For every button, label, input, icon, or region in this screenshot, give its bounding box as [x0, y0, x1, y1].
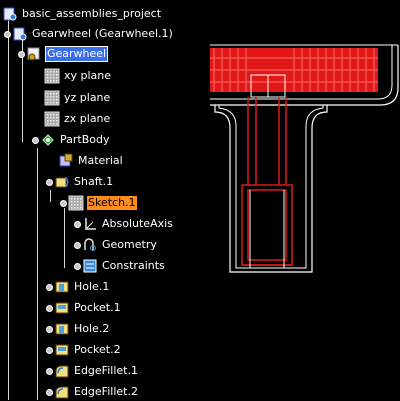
tree-label: zx plane [64, 112, 111, 125]
collapse-toggle[interactable] [46, 325, 53, 333]
tree-node-gearwheel-product[interactable]: Gearwheel (Gearwheel.1) [4, 25, 174, 43]
tree-node-yz-plane[interactable]: yz plane [44, 89, 111, 107]
hole-feature-icon [54, 321, 70, 337]
product-icon [12, 26, 28, 42]
tree-line [8, 20, 9, 400]
tree-label: Geometry [102, 238, 157, 251]
collapse-toggle[interactable] [74, 241, 81, 249]
specification-tree: basic_assemblies_project Gearwheel (Gear… [0, 0, 200, 400]
collapse-toggle[interactable] [32, 136, 39, 144]
collapse-toggle[interactable] [46, 178, 53, 186]
collapse-toggle[interactable] [74, 262, 81, 270]
tree-line [37, 148, 38, 400]
tree-label: Constraints [102, 259, 165, 272]
constraints-icon [82, 258, 98, 274]
geometry-icon [82, 237, 98, 253]
tree-node-edgefillet1[interactable]: EdgeFillet.1 [46, 362, 139, 380]
tree-node-geometry[interactable]: Geometry [74, 236, 158, 254]
collapse-toggle[interactable] [4, 30, 11, 38]
tree-label: Pocket.2 [74, 343, 121, 356]
collapse-toggle[interactable] [46, 283, 53, 291]
tree-label: AbsoluteAxis [102, 217, 173, 230]
collapse-toggle[interactable] [46, 367, 53, 375]
plane-icon [44, 111, 60, 127]
collapse-toggle[interactable] [46, 304, 53, 312]
tree-node-shaft[interactable]: Shaft.1 [46, 173, 114, 191]
edge-fillet-icon [54, 384, 70, 400]
tree-node-sketch[interactable]: Sketch.1 [60, 194, 137, 212]
tree-node-absolute-axis[interactable]: AbsoluteAxis [74, 215, 174, 233]
tree-node-hole2[interactable]: Hole.2 [46, 320, 110, 338]
tree-label: Sketch.1 [87, 196, 137, 210]
tree-label: Gearwheel [45, 46, 109, 62]
pocket-feature-icon [54, 300, 70, 316]
tree-label: Gearwheel (Gearwheel.1) [32, 27, 173, 40]
tree-node-pocket2[interactable]: Pocket.2 [46, 341, 122, 359]
tree-node-material[interactable]: Material [58, 152, 124, 170]
tree-label: Pocket.1 [74, 301, 121, 314]
tree-label: basic_assemblies_project [22, 7, 162, 20]
sketch-icon [68, 195, 84, 211]
collapse-toggle[interactable] [60, 199, 67, 207]
3d-viewport[interactable] [129, 0, 400, 290]
tree-line [64, 208, 65, 268]
collapse-toggle[interactable] [46, 388, 53, 396]
gearwheel-wireframe [129, 44, 399, 273]
plane-icon [44, 90, 60, 106]
tree-node-root[interactable]: basic_assemblies_project [2, 5, 162, 23]
collapse-toggle[interactable] [74, 220, 81, 228]
tree-label: xy plane [64, 69, 112, 82]
tree-node-pocket1[interactable]: Pocket.1 [46, 299, 122, 317]
tree-label: PartBody [60, 133, 110, 146]
part-icon [26, 46, 42, 62]
tree-label: Shaft.1 [74, 175, 114, 188]
tree-label: Hole.1 [74, 280, 110, 293]
tree-label: Hole.2 [74, 322, 110, 335]
tree-node-xy-plane[interactable]: xy plane [44, 67, 112, 85]
tree-label: yz plane [64, 91, 111, 104]
edge-fillet-icon [54, 363, 70, 379]
collapse-toggle[interactable] [46, 346, 53, 354]
tree-label: EdgeFillet.2 [74, 385, 138, 398]
partbody-icon [40, 132, 56, 148]
tree-node-zx-plane[interactable]: zx plane [44, 110, 111, 128]
tree-label: EdgeFillet.1 [74, 364, 138, 377]
pocket-feature-icon [54, 342, 70, 358]
shaft-feature-icon [54, 174, 70, 190]
tree-node-hole1[interactable]: Hole.1 [46, 278, 110, 296]
tree-line [22, 38, 23, 142]
tree-node-gearwheel-part[interactable]: Gearwheel [18, 45, 109, 63]
tree-node-edgefillet2[interactable]: EdgeFillet.2 [46, 383, 139, 401]
collapse-toggle[interactable] [18, 50, 25, 58]
tree-node-partbody[interactable]: PartBody [32, 131, 110, 149]
tree-label: Material [78, 154, 123, 167]
plane-icon [44, 68, 60, 84]
axis-system-icon [82, 216, 98, 232]
tree-node-constraints[interactable]: Constraints [74, 257, 166, 275]
hole-feature-icon [54, 279, 70, 295]
tree-line [50, 190, 51, 202]
product-icon [2, 6, 18, 22]
material-icon [58, 153, 74, 169]
